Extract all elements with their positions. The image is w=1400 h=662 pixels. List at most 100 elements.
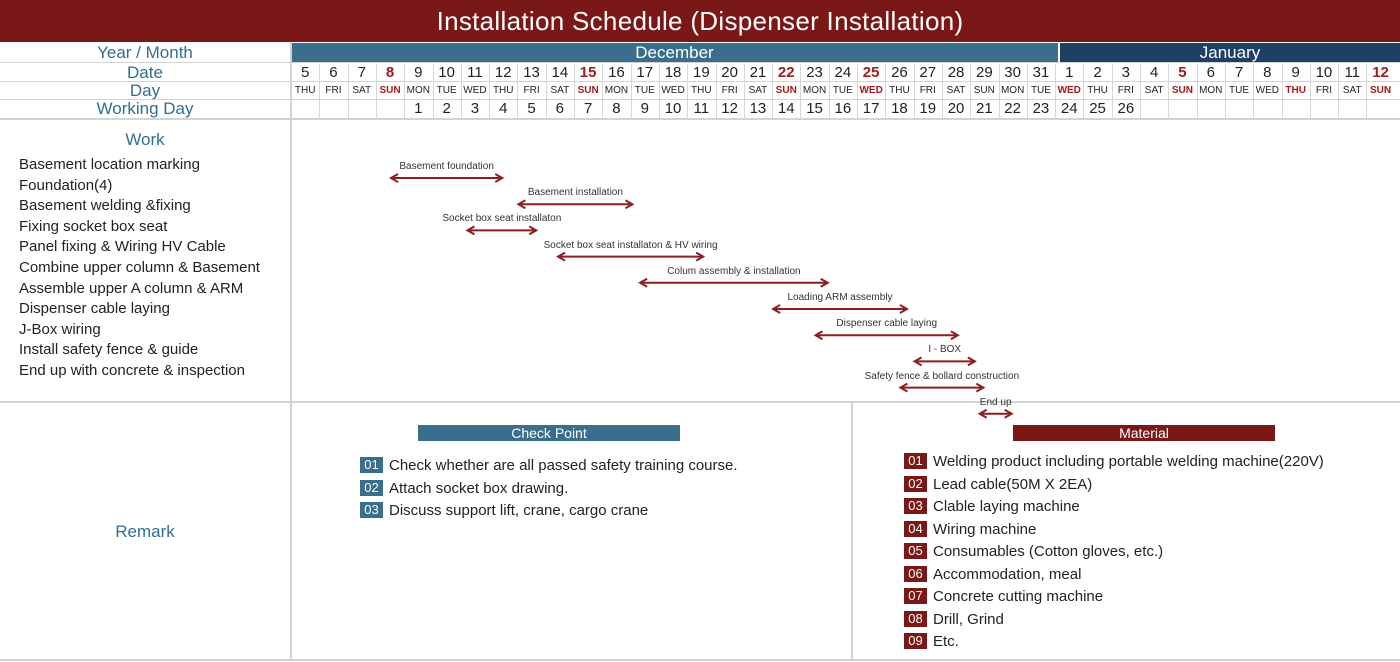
date-cell: 13: [523, 64, 540, 81]
day-cell: TUE: [634, 85, 655, 96]
gantt-bar-label: End up: [979, 396, 1012, 408]
day-cell: THU: [1285, 85, 1306, 96]
check-point-header: Check Point: [418, 425, 680, 441]
material-item-text: Drill, Grind: [933, 610, 1004, 628]
month-december: December: [291, 43, 1058, 63]
date-cell: 26: [891, 64, 908, 81]
material-item-text: Consumables (Cotton gloves, etc.): [933, 543, 1164, 560]
task-item: Panel fixing & Wiring HV Cable: [19, 238, 226, 256]
gantt-bar: [813, 330, 960, 341]
day-cell: MON: [406, 85, 430, 96]
column-divider: [1366, 64, 1368, 118]
material-header: Material: [1013, 425, 1275, 441]
material-item-text: Welding product including portable weldi…: [933, 453, 1324, 470]
column-divider: [1083, 64, 1085, 118]
date-cell: 12: [1372, 64, 1389, 81]
column-divider: [857, 64, 858, 118]
task-item: Dispenser cable laying: [19, 300, 170, 318]
gantt-bar-label: Safety fence & bollard construction: [864, 370, 1020, 382]
gantt-bar: [977, 408, 1014, 419]
check_point-item-text: Attach socket box drawing.: [389, 479, 569, 497]
check_point-item-number: 01: [360, 457, 383, 473]
date-cell: 9: [1291, 64, 1300, 81]
column-divider: [319, 64, 321, 118]
day-cell: SAT: [1342, 85, 1362, 96]
work-label: Work: [125, 130, 165, 149]
gantt-bar: [465, 225, 539, 236]
divider: [290, 42, 292, 660]
column-divider: [545, 64, 547, 118]
column-divider: [913, 64, 915, 118]
column-divider: [1281, 64, 1283, 118]
date-cell: 29: [975, 64, 993, 81]
date-cell: 17: [636, 64, 654, 81]
day-cell: SUN: [973, 85, 995, 96]
day-cell: THU: [294, 85, 316, 96]
day-cell: SAT: [748, 85, 768, 96]
check_point-item-number: 02: [360, 479, 383, 496]
column-divider: [1309, 64, 1311, 118]
working-day-cell: [1253, 100, 1281, 118]
remark-label: Remark: [115, 522, 175, 541]
working-day-cell: 23: [1032, 100, 1050, 117]
day-cell: WED: [661, 85, 685, 96]
date-cell: 7: [1234, 64, 1244, 81]
gantt-bar-label: Dispenser cable laying: [836, 318, 938, 330]
material-item-text: Wiring machine: [933, 520, 1037, 538]
divider: [0, 659, 1400, 661]
day-cell: WED: [463, 85, 487, 96]
column-divider: [1111, 64, 1113, 118]
column-divider: [800, 64, 802, 118]
date-cell: 3: [1121, 64, 1130, 81]
column-divider: [347, 64, 349, 118]
working-day-cell: 4: [499, 100, 508, 117]
working-day-cell: [348, 100, 376, 118]
year-month-label: Year / Month: [97, 43, 193, 62]
column-divider: [885, 64, 887, 118]
day-cell: TUE: [1030, 85, 1051, 96]
date-cell: 25: [862, 64, 880, 81]
date-cell: 24: [834, 64, 852, 81]
task-item: Fixing socket box seat: [19, 217, 168, 235]
date-cell: 14: [551, 64, 569, 81]
column-divider: [998, 64, 1000, 118]
gantt-bar-label: Colum assembly & installation: [667, 265, 801, 277]
gantt-bar: [516, 199, 635, 210]
gantt-bar: [638, 277, 830, 288]
day-cell: SAT: [352, 85, 372, 96]
gantt-bar: [389, 173, 505, 183]
working-day-cell: 3: [470, 100, 480, 117]
working-day-cell: [1282, 100, 1310, 118]
column-divider: [970, 64, 972, 118]
working-day-cell: 20: [947, 100, 965, 117]
working-day-cell: 15: [806, 100, 823, 117]
day-cell: MON: [1199, 85, 1223, 96]
column-divider: [1055, 64, 1057, 118]
day-cell: FRI: [721, 85, 738, 96]
date-cell: 12: [494, 64, 512, 81]
working-day-cell: 8: [612, 100, 621, 117]
day-label: Day: [129, 81, 161, 100]
column-divider: [1140, 64, 1141, 118]
gantt-bar-label: Loading ARM assembly: [787, 292, 893, 303]
column-divider: [772, 64, 774, 118]
working-day-cell: [291, 100, 319, 118]
working-day-cell: 1: [414, 100, 423, 117]
day-cell: SUN: [775, 85, 797, 96]
day-cell: SAT: [1144, 85, 1164, 96]
material-item-text: Accommodation, meal: [933, 565, 1082, 583]
page-title: Installation Schedule (Dispenser Install…: [0, 0, 1400, 42]
working-day-cell: 19: [919, 100, 937, 117]
date-cell: 7: [357, 64, 366, 81]
day-cell: TUE: [832, 85, 853, 96]
working-day-cell: 5: [527, 100, 536, 117]
day-cell: MON: [1000, 85, 1025, 96]
gantt-bar-label: Basement foundation: [399, 161, 494, 172]
material-item-number: 02: [904, 475, 927, 492]
date-cell: 31: [1032, 64, 1050, 81]
date-cell: 1: [1065, 64, 1074, 81]
